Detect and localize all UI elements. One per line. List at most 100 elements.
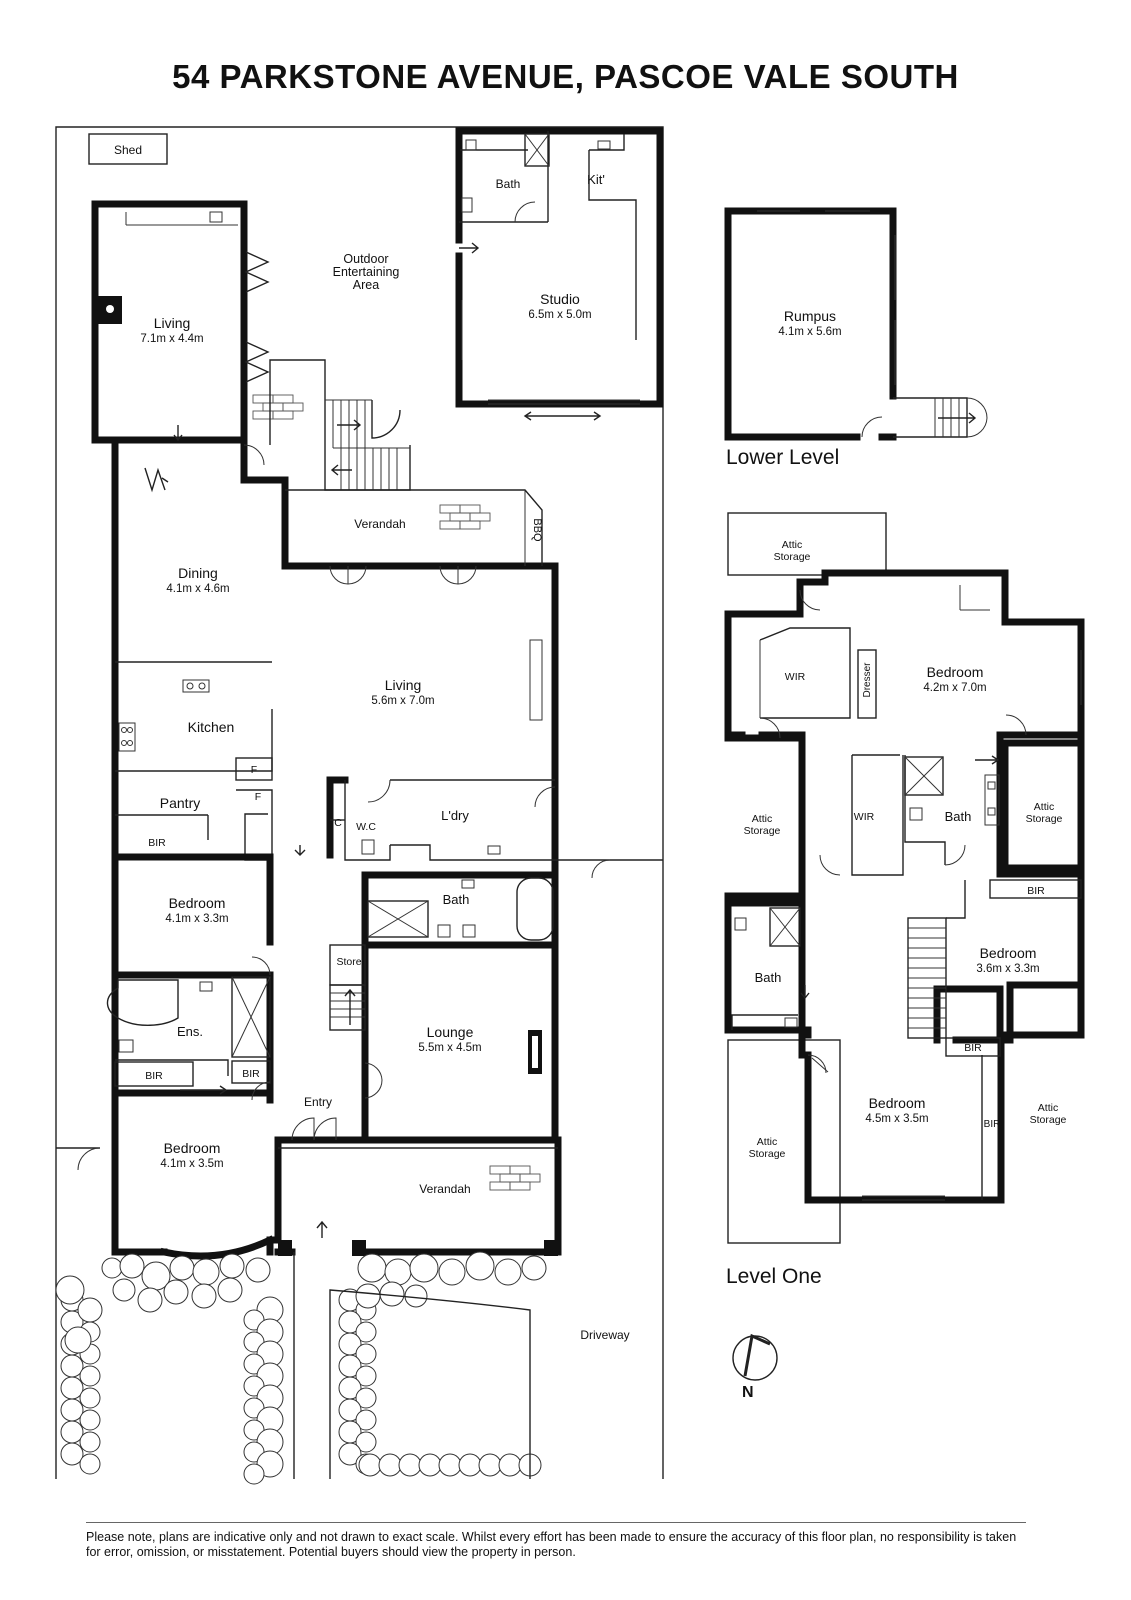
outdoor-line3: Area <box>353 278 379 292</box>
rear-stairs <box>269 359 411 491</box>
tree-icon <box>355 1321 377 1343</box>
verandah-front-label: Verandah <box>419 1182 470 1196</box>
bedroom2-dim: 4.1m x 3.5m <box>160 1158 223 1170</box>
tree-icon <box>418 1453 442 1477</box>
disclaimer-text: Please note, plans are indicative only a… <box>86 1530 1017 1559</box>
ground-labels: Dining 4.1m x 4.6m Living 5.6m x 7.0m Ki… <box>145 565 629 1342</box>
bedroom-main-dim: 4.2m x 7.0m <box>923 682 986 694</box>
bedroom-main-label: Bedroom <box>927 664 984 680</box>
attic3-line1: Attic <box>1034 801 1054 813</box>
ensuite-label: Ens. <box>177 1024 203 1039</box>
studio-dim: 6.5m x 5.0m <box>528 309 591 321</box>
kitchen-label: Kitchen <box>188 719 235 735</box>
bath-label: Bath <box>443 892 470 907</box>
attic3-line2: Storage <box>1026 813 1063 825</box>
tree-icon <box>404 1284 428 1308</box>
lower-level: Rumpus 4.1m x 5.6m Lower Level <box>724 207 988 469</box>
bir-small-label: BIR <box>242 1068 260 1080</box>
north-arrow-icon: N <box>732 1333 778 1401</box>
bath2-label: Bath <box>755 970 782 985</box>
store-label: Store <box>336 956 361 968</box>
tree-icon <box>79 1365 101 1387</box>
tree-icon <box>60 1420 84 1444</box>
tree-icon <box>191 1283 217 1309</box>
lower-level-label: Lower Level <box>726 446 839 469</box>
tree-icon <box>458 1453 482 1477</box>
driveway-label: Driveway <box>580 1328 629 1342</box>
living-label: Living <box>385 677 422 693</box>
level-one-label: Level One <box>726 1265 822 1288</box>
tree-icon <box>438 1258 466 1286</box>
dresser-label: Dresser <box>862 662 873 698</box>
bir-pantry-label: BIR <box>148 837 166 849</box>
attic5-line2: Storage <box>749 1148 786 1160</box>
tree-icon <box>192 1258 220 1286</box>
bir3-label: BIR <box>984 1119 1001 1130</box>
attic4-line2: Storage <box>1030 1114 1067 1126</box>
tree-icon <box>60 1398 84 1422</box>
tree-icon <box>358 1453 382 1477</box>
footer-rule <box>86 1522 1026 1523</box>
tree-icon <box>355 1343 377 1365</box>
bir-ensuite-label: BIR <box>145 1070 163 1082</box>
upper-bedroom3-label: Bedroom <box>869 1095 926 1111</box>
bedroom1-label: Bedroom <box>169 895 226 911</box>
wc-label: W.C <box>356 821 376 833</box>
tree-icon <box>438 1453 462 1477</box>
lounge-dim: 5.5m x 4.5m <box>418 1042 481 1054</box>
living-rear-dim: 7.1m x 4.4m <box>140 333 203 345</box>
outdoor-line2: Entertaining <box>333 265 400 279</box>
bir2-label: BIR <box>964 1042 982 1054</box>
studio-label: Studio <box>540 291 580 307</box>
studio-kit-label: Kit' <box>587 172 605 187</box>
tree-icon <box>243 1463 265 1485</box>
tree-icon <box>355 1365 377 1387</box>
tree-icon <box>79 1409 101 1431</box>
tree-icon <box>355 1409 377 1431</box>
site-boundary <box>55 126 664 1479</box>
shed-label: Shed <box>114 143 142 157</box>
bath1-label: Bath <box>945 809 972 824</box>
laundry-label: L'dry <box>441 808 469 823</box>
tree-icon <box>355 1387 377 1409</box>
shed: Shed <box>88 133 168 165</box>
tree-icon <box>338 1442 362 1466</box>
cupboard-label: C <box>334 817 342 829</box>
tree-icon <box>494 1258 522 1286</box>
wir1-label: WIR <box>785 671 806 683</box>
upper-bedroom3-dim: 4.5m x 3.5m <box>865 1113 928 1125</box>
fridge-label-2: F <box>255 791 261 803</box>
side-gate <box>77 859 663 1171</box>
bedroom2-label: Bedroom <box>164 1140 221 1156</box>
wir2-label: WIR <box>854 811 875 823</box>
tree-icon <box>398 1453 422 1477</box>
tree-icon <box>55 1275 85 1305</box>
tree-icon <box>79 1387 101 1409</box>
tree-icon <box>498 1453 522 1477</box>
outdoor-area: Outdoor Entertaining Area <box>252 252 400 420</box>
bbq-label: BBQ <box>531 518 543 542</box>
plan-title: 54 PARKSTONE AVENUE, PASCOE VALE SOUTH <box>172 58 959 95</box>
attic1-line2: Storage <box>774 551 811 563</box>
lounge-label: Lounge <box>427 1024 474 1040</box>
studio-bath-label: Bath <box>496 177 521 191</box>
tree-icon <box>378 1453 402 1477</box>
tree-icon <box>465 1251 495 1281</box>
pantry-label: Pantry <box>160 795 200 811</box>
bedroom1-dim: 4.1m x 3.3m <box>165 913 228 925</box>
front-verandah: Verandah <box>278 1147 558 1256</box>
tree-icon <box>119 1253 145 1279</box>
living-rear-label: Living <box>154 315 191 331</box>
tree-icon <box>60 1376 84 1400</box>
tree-icon <box>357 1253 387 1283</box>
tree-icon <box>163 1279 189 1305</box>
studio: Bath Kit' Studio 6.5m x 5.0m <box>455 127 664 421</box>
upper-bedroom2-label: Bedroom <box>980 945 1037 961</box>
level-one: Attic Storage WIR Dresser Bedroom 4.2m x… <box>724 512 1085 1288</box>
bir1-label: BIR <box>1027 885 1045 897</box>
tree-icon <box>521 1255 547 1281</box>
attic4-line1: Attic <box>1038 1102 1058 1114</box>
rumpus-dim: 4.1m x 5.6m <box>778 326 841 338</box>
attic1-line1: Attic <box>782 539 802 551</box>
